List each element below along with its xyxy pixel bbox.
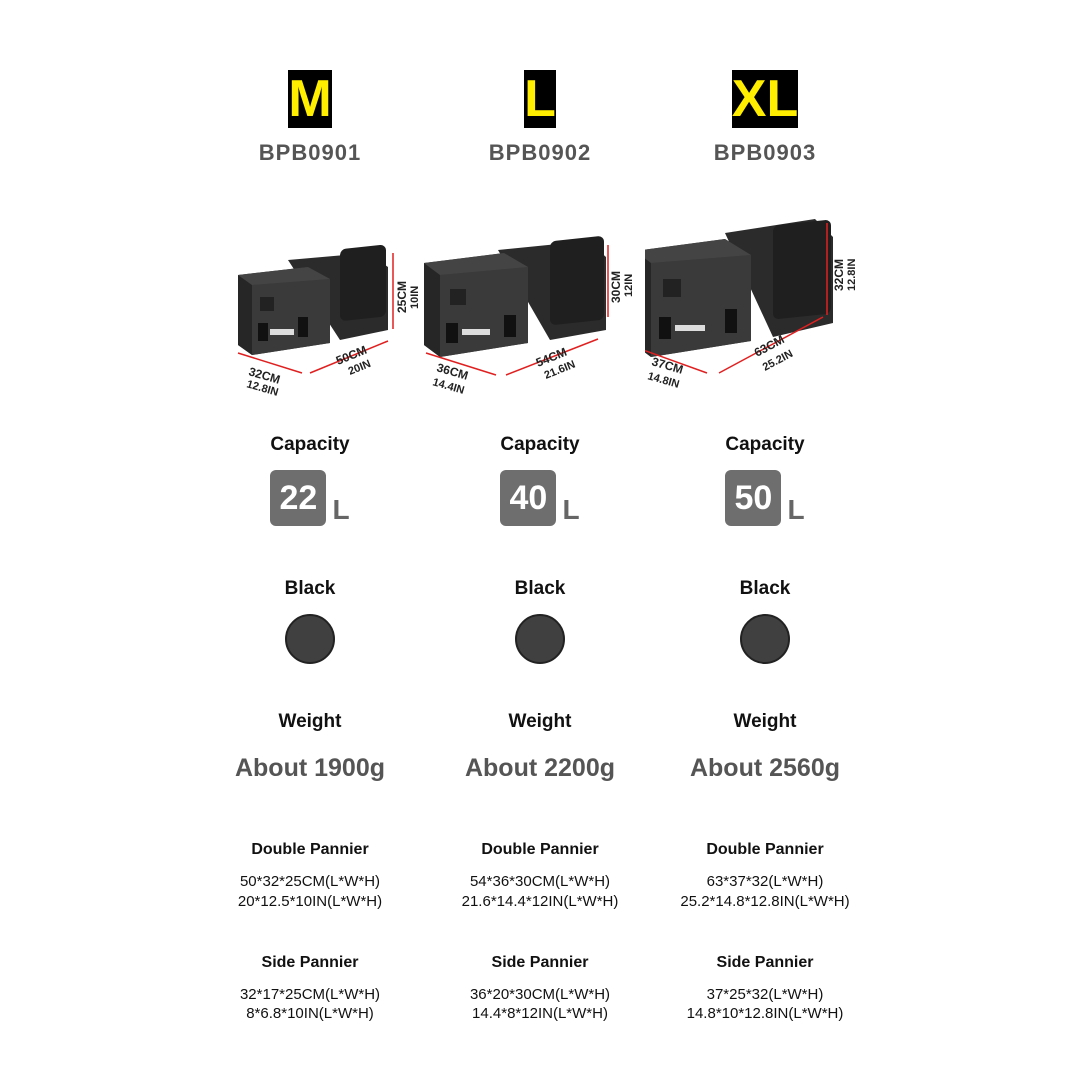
- double-pannier-cm: 54*36*30CM(L*W*H): [469, 873, 611, 890]
- height-cm: 30CM: [609, 271, 623, 303]
- pannier-image: 37CM 14.8IN 63CM 25.2IN 32CM 12.8IN: [645, 205, 885, 405]
- side-pannier-in: 8*6.8*10IN(L*W*H): [246, 1005, 374, 1022]
- height-cm: 32CM: [832, 259, 846, 291]
- pannier-dimension-figure: 32CM 12.8IN 50CM 20IN 25CM 10IN: [237, 244, 421, 399]
- side-pannier-cm: 32*17*25CM(L*W*H): [239, 986, 381, 1003]
- double-pannier-label: Double Pannier: [706, 841, 824, 858]
- height-in: 10IN: [409, 286, 421, 309]
- double-pannier-in: 25.2*14.8*12.8IN(L*W*H): [680, 893, 850, 910]
- size-badge-row: XL: [645, 70, 885, 128]
- size-column-xl: XL BPB0903 37CM 14.8IN 63CM 25.2IN 32CM …: [645, 0, 885, 1080]
- side-pannier-label: Side Pannier: [716, 954, 814, 971]
- color-swatch-row: [190, 614, 430, 664]
- weight-value: About 1900g: [234, 754, 386, 782]
- capacity-unit: L: [332, 494, 350, 525]
- double-pannier-cm: 63*37*32(L*W*H): [706, 873, 824, 890]
- double-pannier-in: 21.6*14.4*12IN(L*W*H): [461, 893, 619, 910]
- weight-label: Weight: [508, 711, 572, 732]
- double-pannier-in: 20*12.5*10IN(L*W*H): [237, 893, 383, 910]
- size-badge: M: [288, 70, 332, 128]
- height-cm: 25CM: [395, 281, 409, 313]
- capacity-value: 40: [500, 470, 557, 526]
- capacity-unit: L: [562, 494, 580, 525]
- size-badge-row: M: [190, 70, 430, 128]
- pannier-dimension-figure: 37CM 14.8IN 63CM 25.2IN 32CM 12.8IN: [645, 219, 858, 391]
- height-in: 12IN: [623, 274, 635, 297]
- color-label: Black: [739, 578, 791, 599]
- model-number: BPB0902: [488, 140, 592, 165]
- height-in: 12.8IN: [846, 259, 858, 291]
- size-badge: L: [524, 70, 556, 128]
- weight-value: About 2560g: [689, 754, 841, 782]
- pannier-image: 32CM 12.8IN 50CM 20IN 25CM 10IN: [190, 205, 430, 405]
- capacity-value: 50: [725, 470, 782, 526]
- double-pannier-label: Double Pannier: [251, 841, 369, 858]
- color-swatch-row: [645, 614, 885, 664]
- model-number: BPB0901: [258, 140, 362, 165]
- size-column-m: M BPB0901 32CM 12.8IN 50CM 20IN 25CM 10: [190, 0, 430, 1080]
- side-pannier-in: 14.8*10*12.8IN(L*W*H): [686, 1005, 844, 1022]
- pannier-image: 36CM 14.4IN 54CM 21.6IN 30CM 12IN: [420, 205, 660, 405]
- size-badge: XL: [731, 70, 799, 128]
- color-label: Black: [284, 578, 336, 599]
- capacity-label: Capacity: [500, 434, 580, 455]
- capacity-label: Capacity: [270, 434, 350, 455]
- color-swatch-black[interactable]: [285, 614, 335, 664]
- capacity-label: Capacity: [725, 434, 805, 455]
- size-badge-row: L: [420, 70, 660, 128]
- color-swatch-row: [420, 614, 660, 664]
- weight-label: Weight: [733, 711, 797, 732]
- pannier-dimension-figure: 36CM 14.4IN 54CM 21.6IN 30CM 12IN: [424, 236, 635, 397]
- capacity-value: 22: [270, 470, 327, 526]
- side-pannier-label: Side Pannier: [261, 954, 359, 971]
- weight-value: About 2200g: [464, 754, 616, 782]
- capacity-unit: L: [787, 494, 805, 525]
- color-swatch-black[interactable]: [515, 614, 565, 664]
- weight-label: Weight: [278, 711, 342, 732]
- color-swatch-black[interactable]: [740, 614, 790, 664]
- size-column-l: L BPB0902 36CM 14.4IN 54CM 21.6IN 30CM 1…: [420, 0, 660, 1080]
- double-pannier-label: Double Pannier: [481, 841, 599, 858]
- color-label: Black: [514, 578, 566, 599]
- double-pannier-cm: 50*32*25CM(L*W*H): [239, 873, 381, 890]
- side-pannier-label: Side Pannier: [491, 954, 589, 971]
- side-pannier-cm: 36*20*30CM(L*W*H): [469, 986, 611, 1003]
- side-pannier-in: 14.4*8*12IN(L*W*H): [472, 1005, 608, 1022]
- side-pannier-cm: 37*25*32(L*W*H): [706, 986, 824, 1003]
- model-number: BPB0903: [713, 140, 817, 165]
